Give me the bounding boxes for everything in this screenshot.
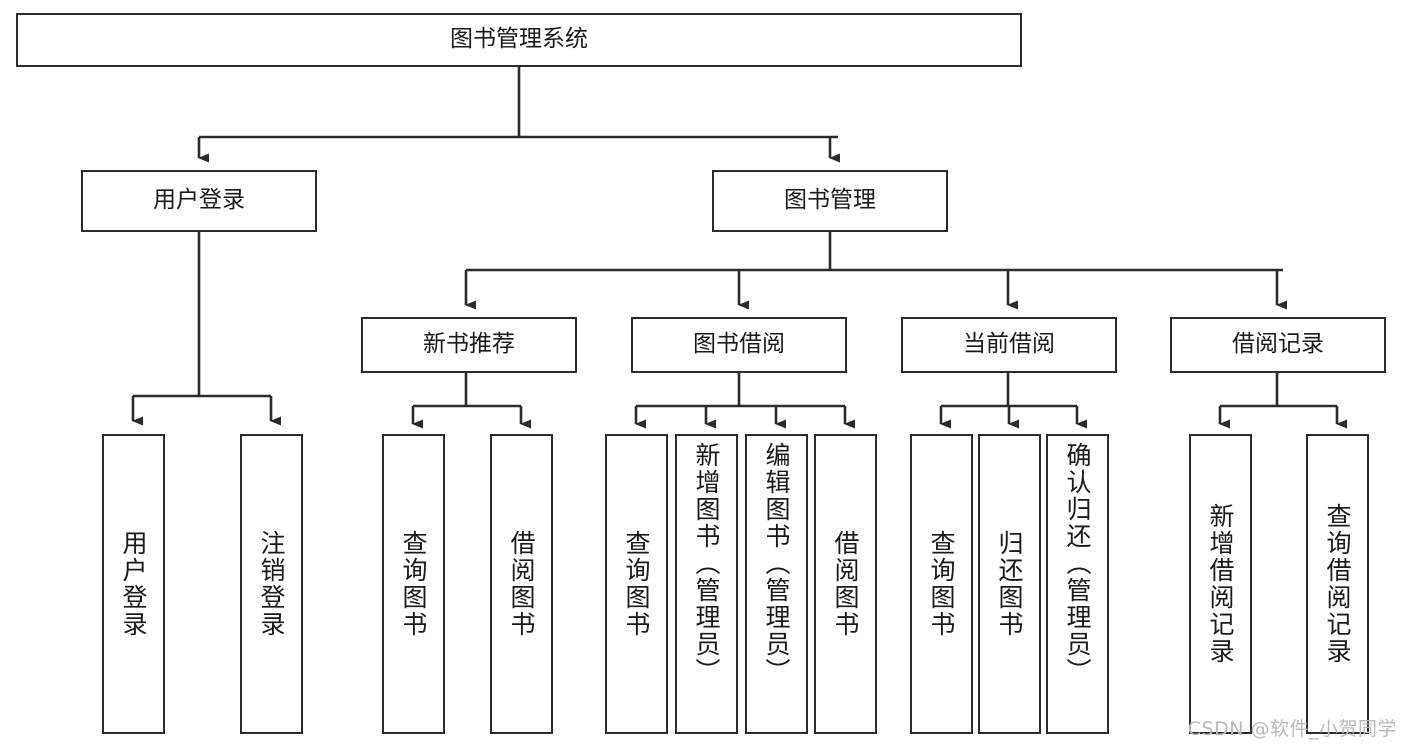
leaf-br-query-record-label: 查询借阅记录	[1323, 503, 1352, 665]
node-user-login[interactable]: 用户登录	[81, 170, 317, 232]
leaf-bb-borrow-book-label: 借阅图书	[831, 530, 860, 638]
leaf-nb-borrow-book-label: 借阅图书	[507, 530, 536, 638]
leaf-cb-return-book-label: 归还图书	[995, 530, 1024, 638]
leaf-cb-return-book[interactable]: 归还图书	[978, 434, 1041, 734]
leaf-nb-borrow-book[interactable]: 借阅图书	[490, 434, 553, 734]
leaf-cb-query-book-label: 查询图书	[927, 530, 956, 638]
leaf-bb-query-book-label: 查询图书	[622, 530, 651, 638]
leaf-logout-label: 注销登录	[257, 530, 286, 638]
node-root-label: 图书管理系统	[450, 26, 588, 53]
leaf-nb-query-book-label: 查询图书	[399, 530, 428, 638]
node-book-management[interactable]: 图书管理	[712, 170, 948, 232]
leaf-user-login-label: 用户登录	[119, 530, 148, 638]
node-new-book-recommend-label: 新书推荐	[423, 331, 515, 358]
node-current-borrow[interactable]: 当前借阅	[901, 317, 1117, 373]
leaf-user-login[interactable]: 用户登录	[102, 434, 165, 734]
leaf-bb-edit-book[interactable]: 编辑图书（管理员）	[745, 434, 808, 734]
leaf-br-add-record[interactable]: 新增借阅记录	[1189, 434, 1252, 734]
leaf-nb-query-book[interactable]: 查询图书	[382, 434, 445, 734]
leaf-cb-query-book[interactable]: 查询图书	[910, 434, 973, 734]
leaf-bb-edit-book-label: 编辑图书（管理员）	[762, 442, 791, 685]
node-current-borrow-label: 当前借阅	[963, 331, 1055, 358]
leaf-br-query-record[interactable]: 查询借阅记录	[1306, 434, 1369, 734]
leaf-logout[interactable]: 注销登录	[240, 434, 303, 734]
node-user-login-label: 用户登录	[153, 187, 245, 214]
leaf-bb-add-book-label: 新增图书（管理员）	[692, 442, 721, 685]
node-borrow-record[interactable]: 借阅记录	[1170, 317, 1386, 373]
leaf-bb-add-book[interactable]: 新增图书（管理员）	[675, 434, 738, 734]
leaf-br-add-record-label: 新增借阅记录	[1206, 503, 1235, 665]
node-new-book-recommend[interactable]: 新书推荐	[361, 317, 577, 373]
node-borrow-record-label: 借阅记录	[1232, 331, 1324, 358]
node-book-borrow-label: 图书借阅	[693, 331, 785, 358]
node-root[interactable]: 图书管理系统	[16, 13, 1022, 67]
leaf-cb-confirm-return-label: 确认归还（管理员）	[1063, 442, 1092, 685]
leaf-cb-confirm-return[interactable]: 确认归还（管理员）	[1046, 434, 1109, 734]
leaf-bb-query-book[interactable]: 查询图书	[605, 434, 668, 734]
leaf-bb-borrow-book[interactable]: 借阅图书	[814, 434, 877, 734]
node-book-borrow[interactable]: 图书借阅	[631, 317, 847, 373]
node-book-management-label: 图书管理	[784, 187, 876, 214]
